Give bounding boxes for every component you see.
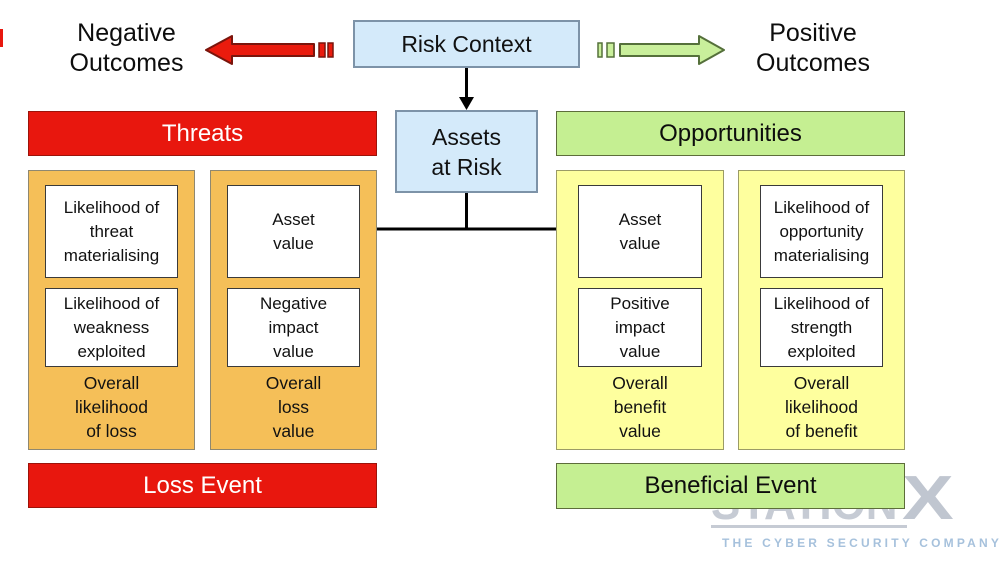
red-left-arrow-icon <box>205 35 334 65</box>
threats-banner: Threats <box>28 111 377 156</box>
loss-event-banner: Loss Event <box>28 463 377 508</box>
stationx-x-icon: X <box>901 463 954 533</box>
risk-context-label: Risk Context <box>401 31 532 57</box>
logo-tagline: THE CYBER SECURITY COMPANY <box>722 536 1000 550</box>
green-right-arrow-icon <box>597 35 725 65</box>
risk-context-box: Risk Context <box>353 20 580 68</box>
opportunities-banner: Opportunities <box>556 111 905 156</box>
screen-edge-artifact <box>0 29 3 47</box>
logo-underline <box>711 525 907 528</box>
beneficial-event-banner: Beneficial Event <box>556 463 905 509</box>
